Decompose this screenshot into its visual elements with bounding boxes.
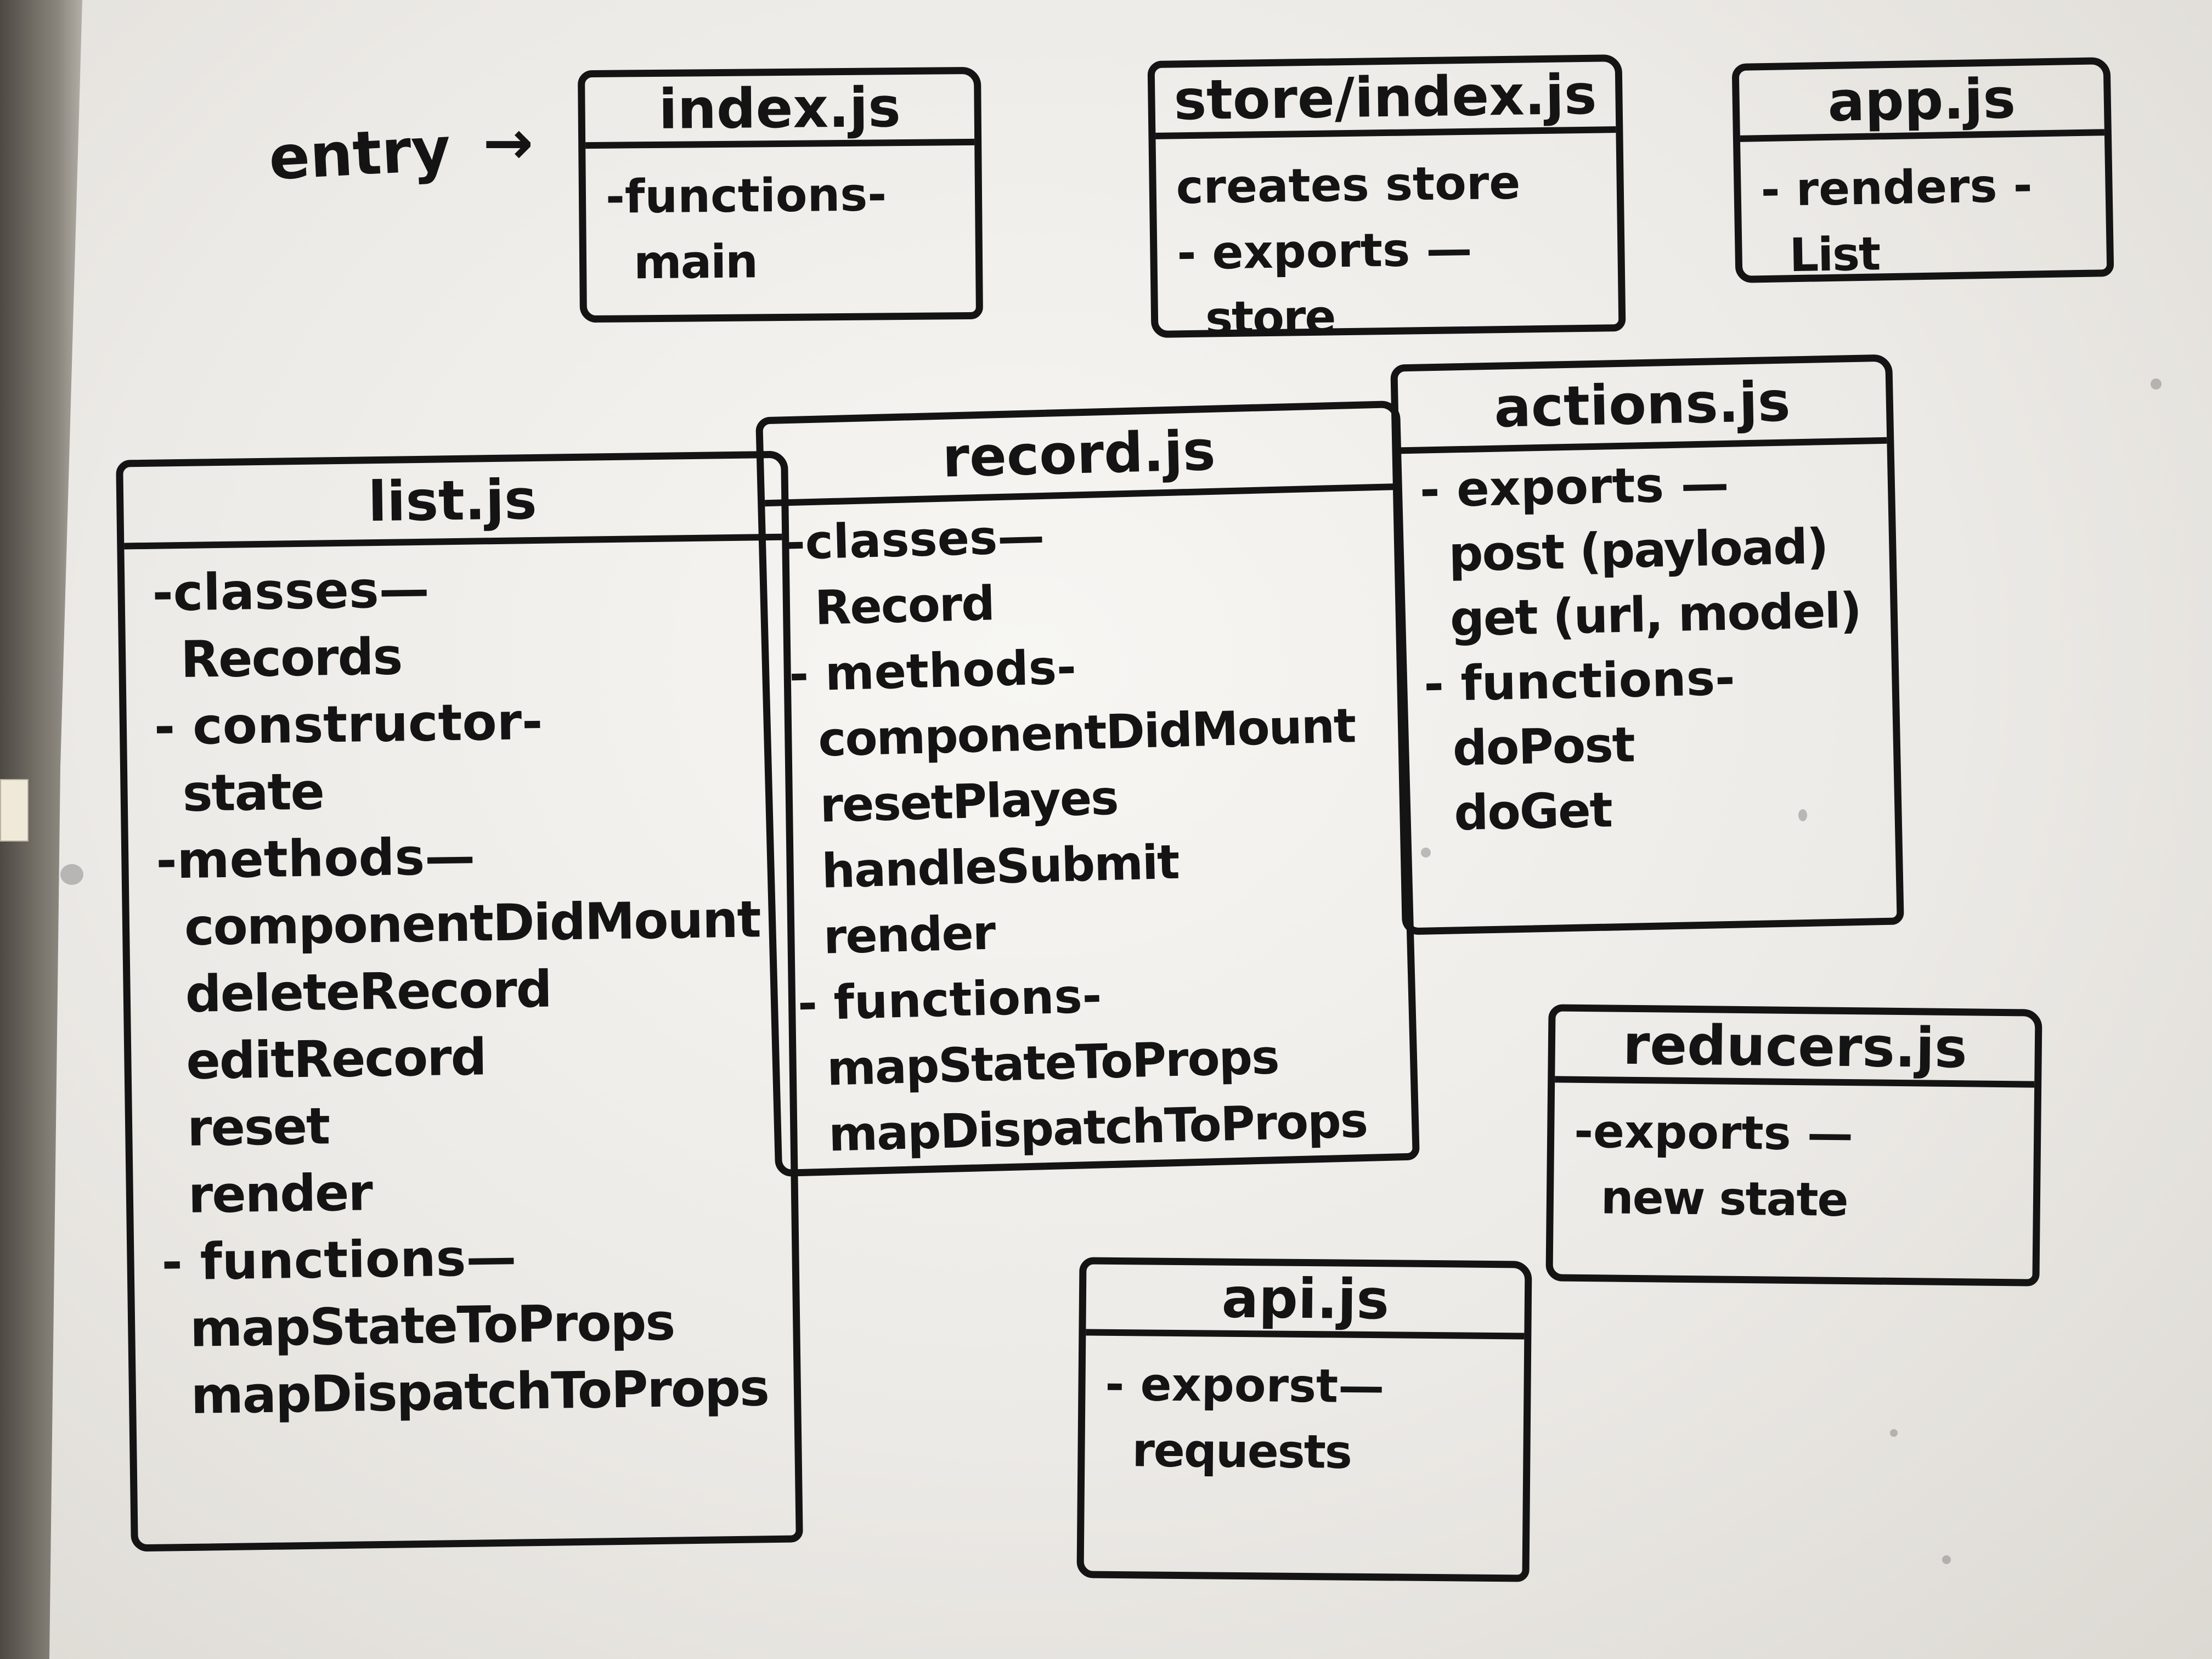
api-js-title: api.js [1086,1264,1525,1340]
entry-item: componentDidMount [184,890,761,957]
store-index-js-box: store/index.js creates store - exports —… [1147,54,1626,346]
whiteboard [49,0,2212,1659]
entry-arrow: → [483,108,534,178]
actions-js-box: actions.js - exports — post (payload) ge… [1390,354,1904,935]
store-index-js-title: store/index.js [1154,61,1616,139]
section-label: -exports — [1573,1104,1854,1161]
marker-smudge [1798,809,1807,821]
marker-smudge [1421,848,1431,857]
record-js-box: record.js -classes— Record - methods- co… [755,400,1420,1177]
entry-item: doGet [1453,781,1612,842]
entry-item: doPost [1452,716,1635,777]
section-label: - functions— [161,1228,517,1292]
entry-item: render [188,1163,373,1224]
record-js-title: record.js [763,408,1395,507]
api-js-box: api.js - exporst— requests [1076,1257,1532,1582]
entry-item: editRecord [185,1028,487,1091]
section-label: -methods— [155,827,476,890]
app-js-title: app.js [1739,64,2104,142]
section-label: -functions- [605,167,887,224]
reducers-js-box: reducers.js -exports — new state [1545,1004,2042,1286]
entry-item: mapDispatchToProps [190,1358,769,1425]
api-js-body: - exporst— requests [1105,1351,1511,1486]
entry-item: get (url, model) [1449,582,1861,647]
entry-item: main [633,234,758,290]
entry-item: creates store [1176,155,1521,215]
entry-item: new state [1600,1170,1848,1227]
store-index-js-body: creates store - exports — store [1176,148,1606,352]
reducers-js-title: reducers.js [1555,1011,2035,1088]
actions-js-body: - exports — post (payload) get (url, mod… [1419,448,1882,846]
section-label: - functions- [1423,649,1736,713]
marker-smudge [1942,1555,1951,1564]
app-js-box: app.js - renders - List [1731,57,2114,283]
section-label: - renders - [1760,158,2033,217]
section-label: - exports — [1419,455,1730,518]
index-js-box: index.js -functions- main [578,66,983,323]
list-js-body: -classes— Records - constructor- state -… [152,551,781,1430]
entry-item: mapStateToProps [189,1293,675,1358]
section-label: - constructor- [154,692,543,757]
entry-item: state [182,762,324,823]
index-js-title: index.js [585,74,975,149]
entry-item: store [1205,290,1336,346]
section-label: - exporst— [1105,1357,1385,1414]
entry-item: Records [180,627,402,690]
marker-smudge [2151,379,2162,390]
list-js-box: list.js -classes— Records - constructor-… [116,450,803,1552]
board-clip [0,779,29,842]
entry-item: deleteRecord [185,960,552,1024]
index-js-body: -functions- main [606,161,962,296]
section-label: -classes— [151,560,430,623]
entry-item: reset [187,1097,330,1158]
marker-smudge [60,864,83,885]
reducers-js-body: -exports — new state [1574,1098,2021,1234]
entry-label: entry [267,114,453,194]
entry-item: requests [1132,1423,1352,1479]
list-js-title: list.js [123,458,782,550]
app-js-body: - renders - List [1760,151,2094,289]
entry-item: List [1788,227,1880,283]
actions-js-title: actions.js [1397,361,1887,454]
marker-smudge [1890,1429,1898,1437]
record-js-body: -classes— Record - methods- componentDid… [785,495,1400,1169]
section-label: - exports — [1176,222,1472,280]
entry-item: post (payload) [1448,518,1829,583]
